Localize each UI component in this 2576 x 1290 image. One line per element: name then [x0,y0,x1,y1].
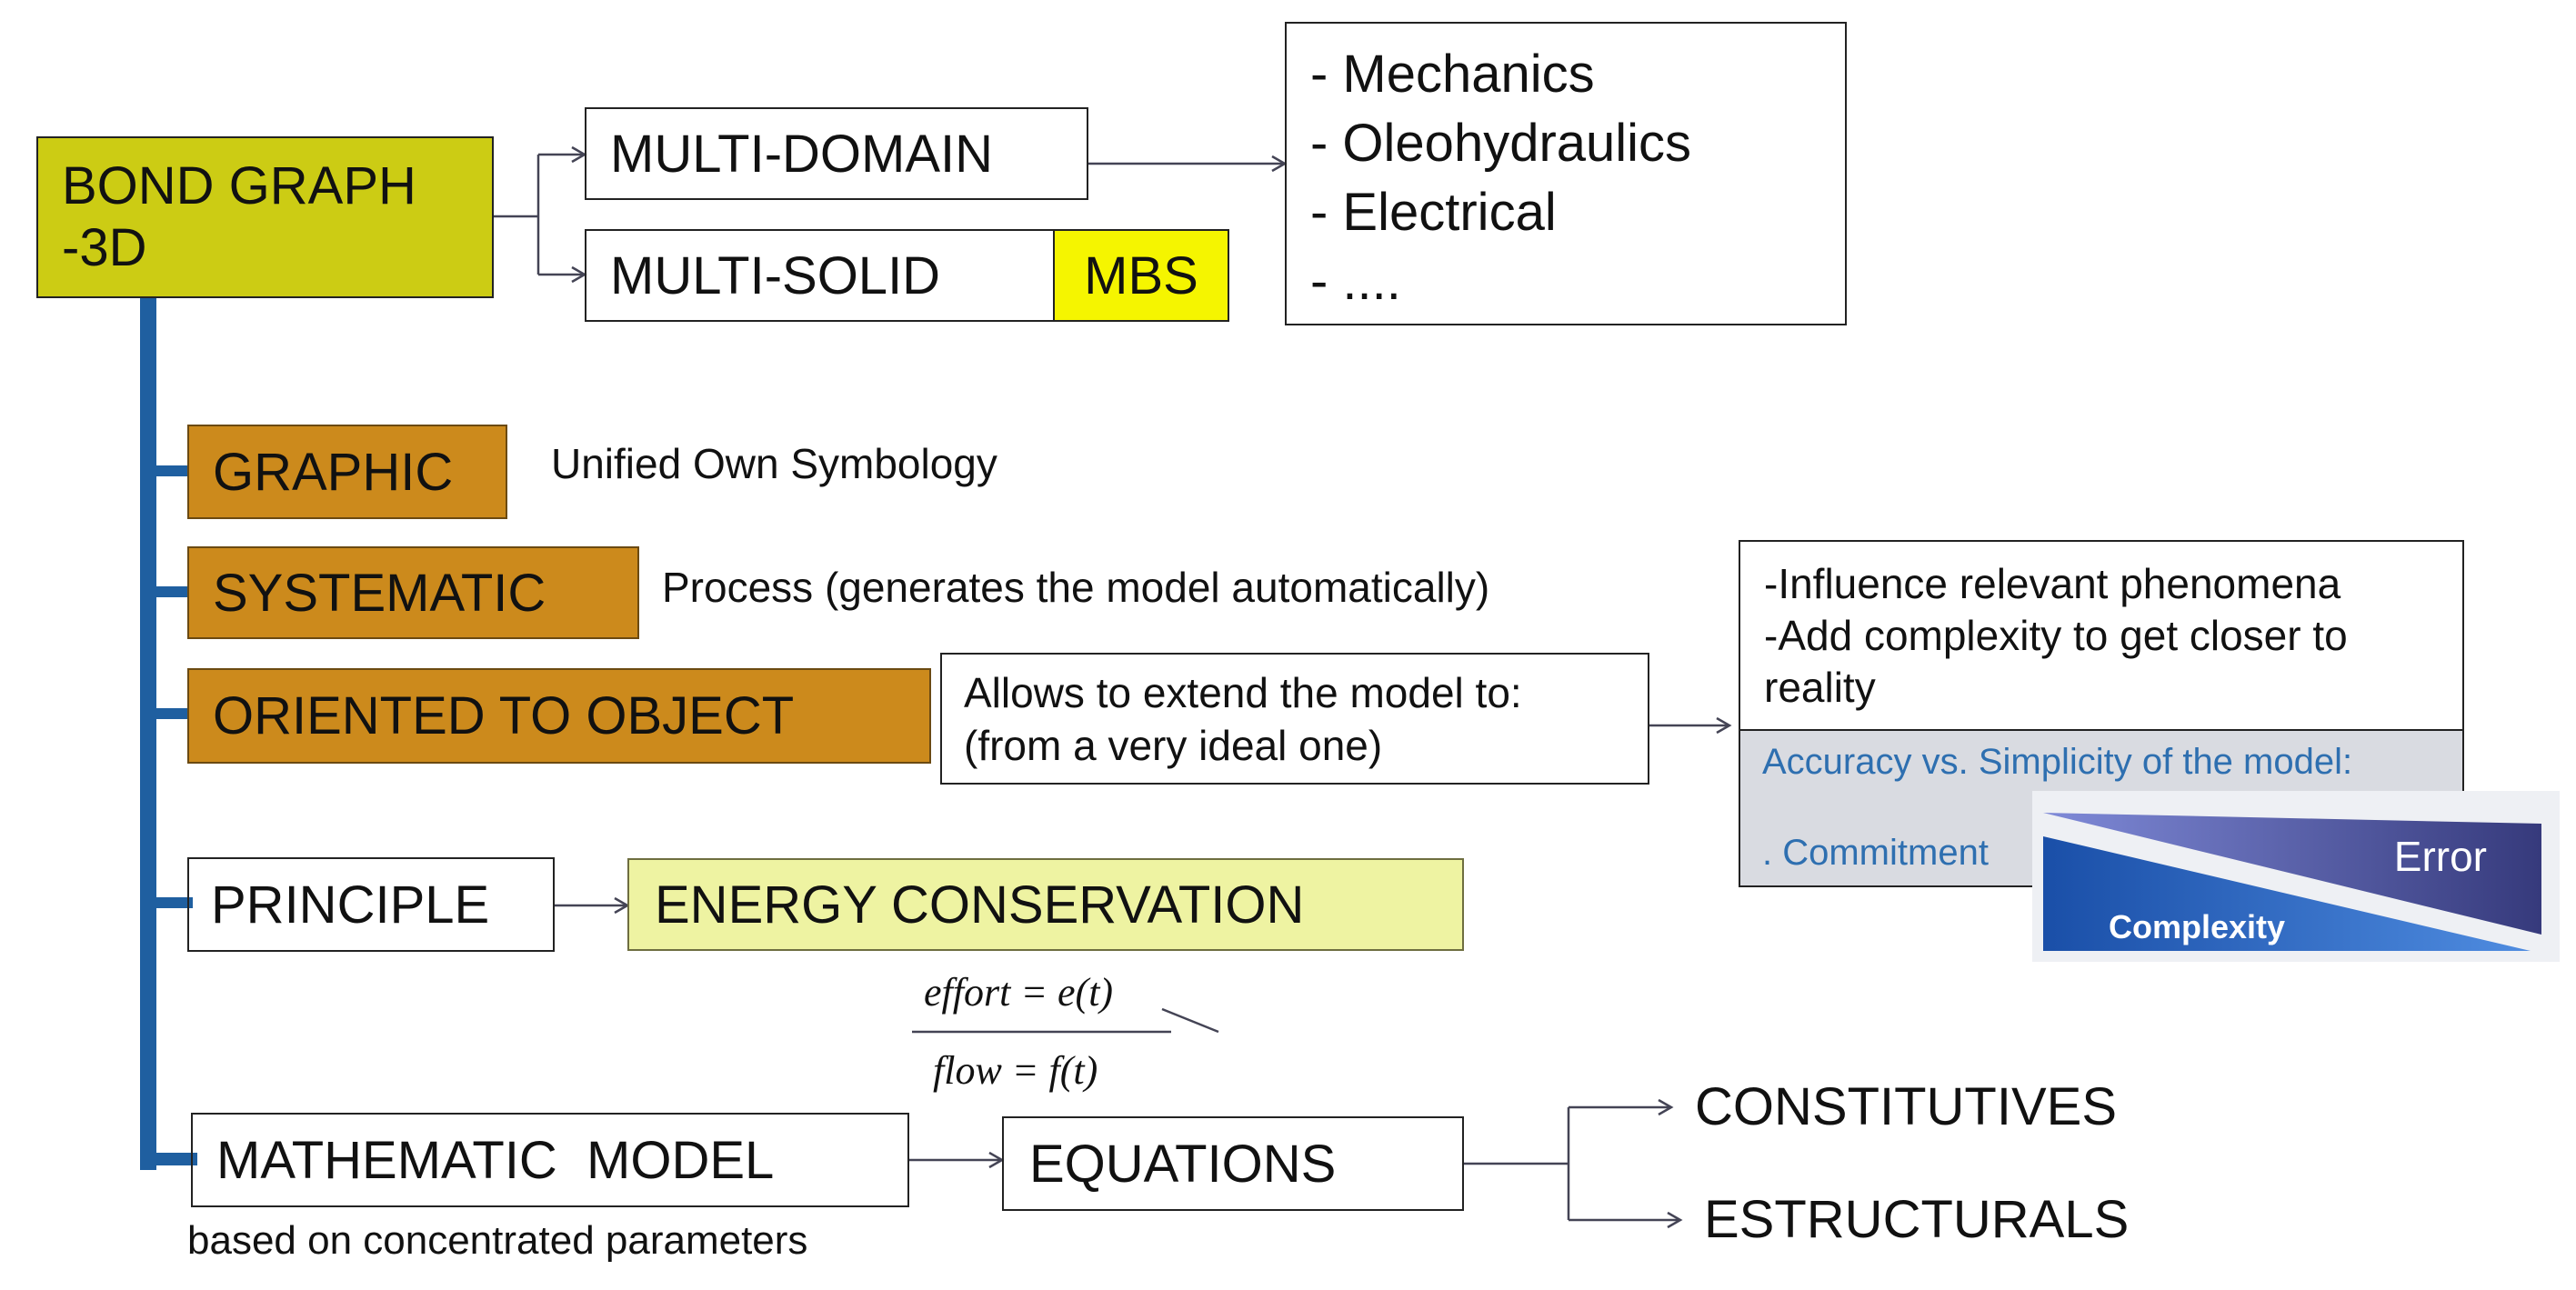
multi-solid-box: MULTI-SOLID [585,229,1055,322]
concentrated-parameters-note: based on concentrated parameters [187,1218,808,1263]
domain-item-oleohydraulics: - Oleohydraulics [1310,114,1692,173]
root-line-2: -3D [62,218,147,277]
domain-item-more: - .... [1310,252,1401,311]
systematic-note: Process (generates the model automatical… [662,564,1490,611]
accuracy-text: Accuracy vs. Simplicity of the model: [1762,742,2353,782]
multi-solid-label: MULTI-SOLID [610,245,941,305]
equations-label: EQUATIONS [1029,1134,1337,1194]
domain-item-electrical: - Electrical [1310,183,1557,242]
multi-domain-box: MULTI-DOMAIN [585,107,1088,200]
root-line-1: BOND GRAPH [62,156,416,215]
flow-formula: flow = f(t) [933,1048,1098,1093]
extend-model-box: Allows to extend the model to: (from a v… [940,653,1649,785]
error-complexity-graphic: Error Complexity [2032,791,2560,962]
principle-box: PRINCIPLE [187,857,555,952]
influence-line-3: reality [1764,663,1876,711]
oriented-label: ORIENTED TO OBJECT [213,686,795,745]
multi-domain-label: MULTI-DOMAIN [610,124,994,184]
mathematic-model-label: MATHEMATIC MODEL [216,1130,775,1190]
mbs-label: MBS [1084,245,1198,305]
complexity-label: Complexity [2109,908,2285,945]
commitment-text: . Commitment [1762,833,1989,873]
graphic-label: GRAPHIC [213,442,454,502]
effort-formula: effort = e(t) [924,970,1114,1015]
graphic-box: GRAPHIC [187,425,507,519]
constitutives-label: CONSTITUTIVES [1695,1077,2118,1136]
equations-box: EQUATIONS [1002,1116,1464,1211]
energy-conservation-label: ENERGY CONSERVATION [655,875,1305,935]
extend-note-line-2: (from a very ideal one) [964,721,1383,769]
bond-graph-root-box: BOND GRAPH -3D [36,136,494,298]
principle-label: PRINCIPLE [211,875,490,935]
error-label: Error [2394,833,2487,880]
influence-box: -Influence relevant phenomena -Add compl… [1739,540,2464,731]
error-wedge [2043,813,2541,935]
oriented-to-object-box: ORIENTED TO OBJECT [187,668,931,764]
systematic-box: SYSTEMATIC [187,546,639,639]
domains-list-box: - Mechanics - Oleohydraulics - Electrica… [1285,22,1847,325]
influence-line-1: -Influence relevant phenomena [1764,559,2341,607]
extend-note-line-1: Allows to extend the model to: [964,668,1522,716]
mbs-box: MBS [1053,229,1229,322]
systematic-label: SYSTEMATIC [213,563,546,623]
estructurals-label: ESTRUCTURALS [1704,1190,2130,1249]
trunk [140,290,197,1170]
influence-line-2: -Add complexity to get closer to [1764,611,2348,659]
domain-item-mechanics: - Mechanics [1310,45,1595,104]
complexity-wedge [2043,836,2531,951]
mathematic-model-box: MATHEMATIC MODEL [191,1113,909,1207]
graphic-note: Unified Own Symbology [551,440,997,487]
energy-conservation-box: ENERGY CONSERVATION [627,858,1464,951]
